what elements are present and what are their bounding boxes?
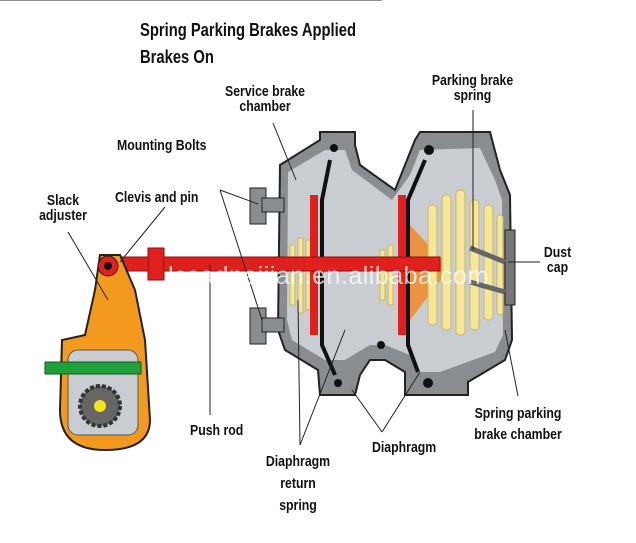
leader-lines [0, 0, 540, 446]
title-line1: Spring Parking Brakes Applied [140, 20, 356, 40]
label-mounting-bolts: Mounting Bolts [117, 137, 207, 154]
label-diaphragm: Diaphragm [372, 439, 437, 456]
watermark: lssadpeijian.en.alibaba.com [168, 262, 489, 290]
title-line2: Brakes On [140, 47, 214, 67]
slack-adjuster [44, 254, 152, 452]
clevis [147, 247, 165, 281]
label-clevis-and-pin: Clevis and pin [115, 189, 199, 206]
label-push-rod: Push rod [190, 422, 244, 439]
